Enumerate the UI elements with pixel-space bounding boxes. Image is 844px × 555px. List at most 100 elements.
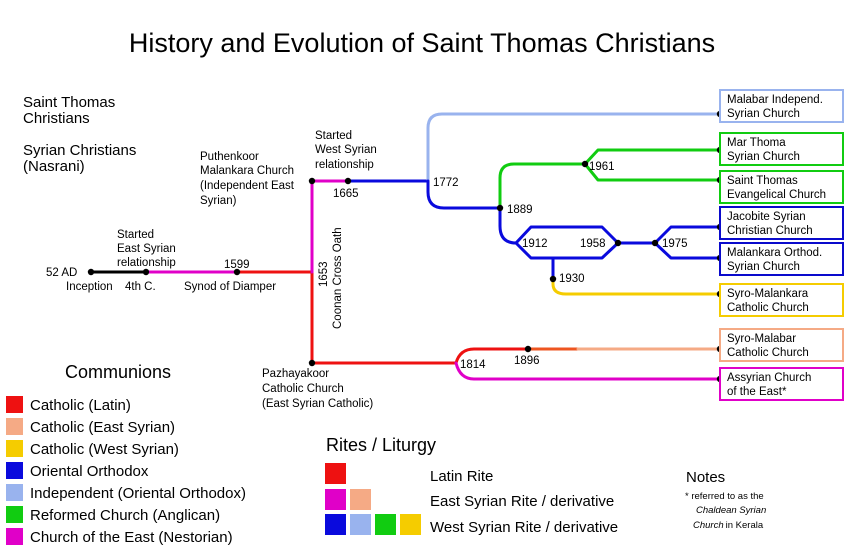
communion-swatch xyxy=(6,440,23,457)
label-1975: 1975 xyxy=(662,238,688,250)
notes-line1: * referred to as the xyxy=(685,491,764,502)
church-name-line1: Syro-Malabar xyxy=(727,333,796,345)
label-1653: 1653 xyxy=(318,261,330,287)
church-box-border xyxy=(719,206,844,240)
church-box-border xyxy=(719,89,844,123)
communion-label: Reformed Church (Anglican) xyxy=(30,507,220,524)
church-box-border xyxy=(719,328,844,362)
label-pazha-3: (East Syrian Catholic) xyxy=(262,398,373,410)
line-malankara-orthodox xyxy=(653,241,722,260)
church-box-border xyxy=(719,283,844,317)
notes-line2: Chaldean Syrian xyxy=(696,505,766,516)
dot-pazhayakoor xyxy=(308,359,316,367)
dot-1599 xyxy=(233,268,241,276)
label-1912: 1912 xyxy=(522,238,548,250)
church-box: Malankara Orthod. Syrian Church xyxy=(719,242,844,276)
church-name-line1: Jacobite Syrian xyxy=(727,211,806,223)
rite-label-latin: Latin Rite xyxy=(430,468,493,485)
line-to-1896 xyxy=(454,347,530,365)
side-text-line4: (Nasrani) xyxy=(23,158,85,175)
communion-swatch xyxy=(6,462,23,479)
church-box-border xyxy=(719,367,844,401)
rite-label-east: East Syrian Rite / derivative xyxy=(430,493,614,510)
rite-swatch-west-independent xyxy=(350,514,371,535)
label-inception: Inception xyxy=(66,281,113,293)
label-synod: Synod of Diamper xyxy=(184,281,276,293)
notes-line3-church: Church xyxy=(693,520,724,531)
label-pazha-1: Pazhayakoor xyxy=(262,368,329,380)
notes-heading: Notes xyxy=(686,469,725,486)
communion-label: Church of the East (Nestorian) xyxy=(30,529,233,546)
label-west-syrian-2: West Syrian xyxy=(315,144,377,156)
line-orthodox-lower xyxy=(514,241,620,260)
label-1665: 1665 xyxy=(333,188,359,200)
side-text-line1: Saint Thomas xyxy=(23,94,115,111)
label-west-syrian-3: relationship xyxy=(315,159,374,171)
side-text-line2: Christians xyxy=(23,110,90,127)
dot-inception xyxy=(87,268,95,276)
line-malabar-independent xyxy=(426,112,722,183)
dot-4th-century xyxy=(142,268,150,276)
church-name-line1: Assyrian Church xyxy=(727,372,811,384)
dot-1975 xyxy=(651,239,659,247)
rite-swatch-west-reformed xyxy=(375,514,396,535)
communion-label: Oriental Orthodox xyxy=(30,463,149,480)
label-1961: 1961 xyxy=(589,161,615,173)
communion-swatch xyxy=(6,528,23,545)
line-mar-thoma xyxy=(583,148,722,166)
church-name-line2: of the East* xyxy=(727,386,787,398)
dot-puthenkoor xyxy=(308,177,316,185)
line-evangelical xyxy=(583,162,722,182)
church-name-line1: Malabar Independ. xyxy=(727,94,823,106)
dot-1930 xyxy=(549,275,557,283)
communion-label: Catholic (East Syrian) xyxy=(30,419,175,436)
label-1896: 1896 xyxy=(514,355,540,367)
dot-1958 xyxy=(614,239,622,247)
label-1958: 1958 xyxy=(580,238,606,250)
church-name-line1: Malankara Orthod. xyxy=(727,247,822,259)
label-west-syrian-1: Started xyxy=(315,130,352,142)
diagram-title: History and Evolution of Saint Thomas Ch… xyxy=(129,28,715,58)
rite-swatch-east-catholic xyxy=(350,489,371,510)
church-name-line1: Syro-Malankara xyxy=(727,288,809,300)
church-name-line2: Catholic Church xyxy=(727,347,809,359)
label-puthen-3: (Independent East xyxy=(200,180,295,192)
dot-1665 xyxy=(344,177,352,185)
church-name-line2: Catholic Church xyxy=(727,302,809,314)
label-1772: 1772 xyxy=(433,177,459,189)
label-puthen-4: Syrian) xyxy=(200,195,237,207)
church-box: Malabar Independ.Syrian Church xyxy=(719,89,844,123)
church-name-line1: Mar Thoma xyxy=(727,137,786,149)
dot-1961 xyxy=(581,160,589,168)
dot-1896 xyxy=(524,345,532,353)
line-to-1889 xyxy=(426,179,502,210)
rites-heading: Rites / Liturgy xyxy=(326,435,436,455)
label-1889: 1889 xyxy=(507,204,533,216)
label-4th-century: 4th C. xyxy=(125,281,156,293)
communion-swatch xyxy=(6,396,23,413)
communion-label: Catholic (Latin) xyxy=(30,397,131,414)
communions-legend: Catholic (Latin) Catholic (East Syrian) Ca… xyxy=(6,396,246,546)
rite-swatch-west-catholic xyxy=(400,514,421,535)
rite-swatch-west-orthodox xyxy=(325,514,346,535)
label-east-syrian-3: relationship xyxy=(117,257,176,269)
communion-label: Catholic (West Syrian) xyxy=(30,441,179,458)
church-name-line2: Syrian Church xyxy=(727,261,800,273)
communion-swatch xyxy=(6,484,23,501)
rite-label-west: West Syrian Rite / derivative xyxy=(430,519,618,536)
line-orthodox-split xyxy=(498,206,518,245)
church-name-line2: Syrian Church xyxy=(727,151,800,163)
label-pazha-2: Catholic Church xyxy=(262,383,344,395)
communion-label: Independent (Oriental Orthodox) xyxy=(30,485,246,502)
communions-heading: Communions xyxy=(65,362,171,382)
dot-1889 xyxy=(496,204,504,212)
communion-swatch xyxy=(6,418,23,435)
rite-swatch-east-nestorian xyxy=(325,489,346,510)
